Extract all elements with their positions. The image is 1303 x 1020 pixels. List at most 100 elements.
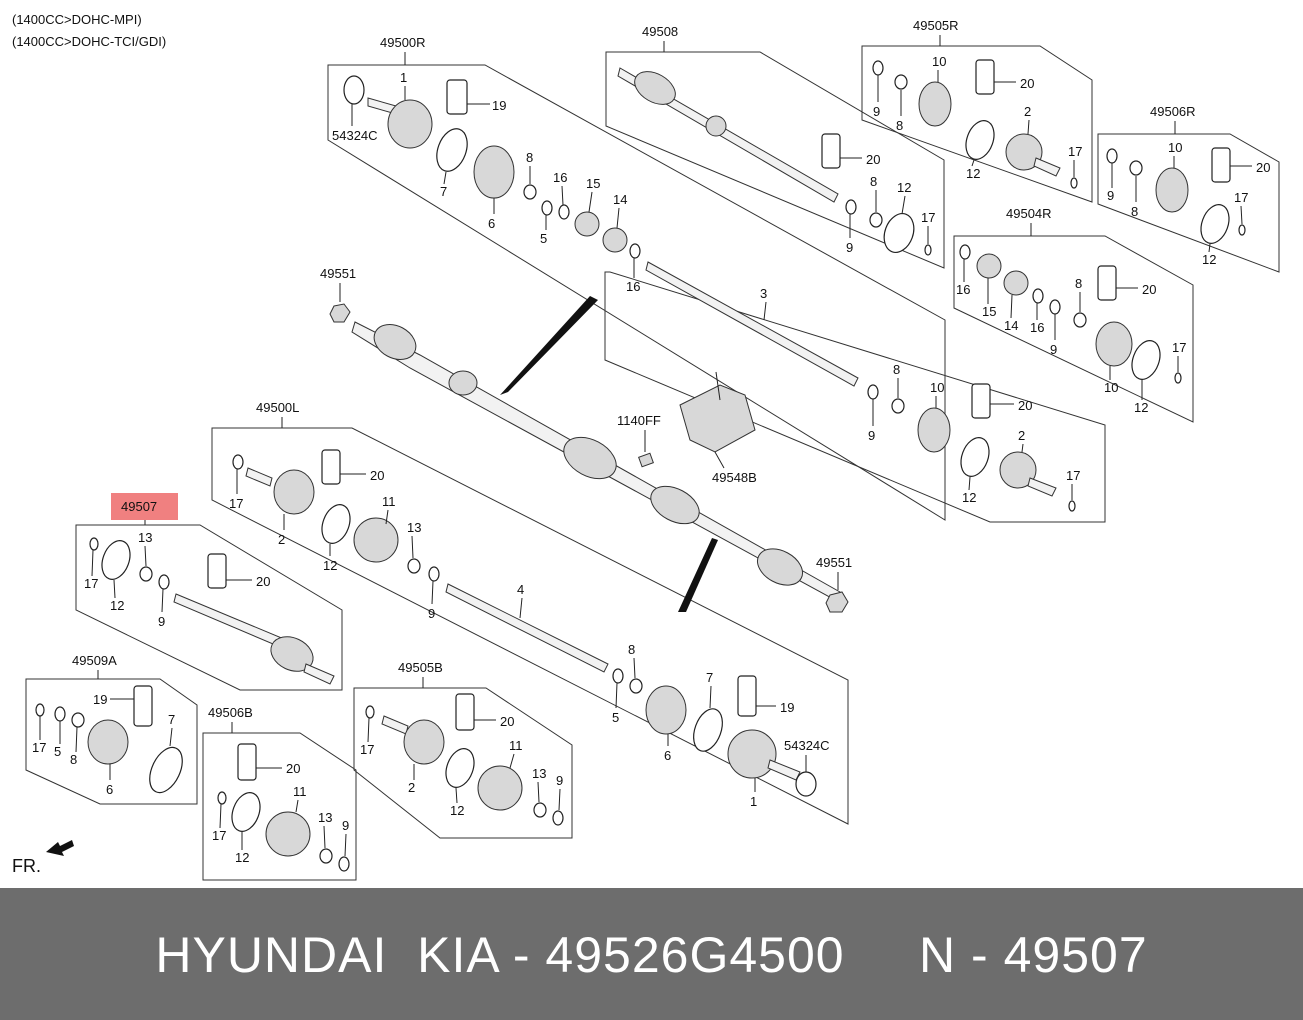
group-main-right-driveshaft	[604, 271, 1106, 523]
svg-text:16: 16	[1030, 320, 1044, 335]
svg-text:17: 17	[921, 210, 935, 225]
bolt-1140FF: 1140FF	[617, 413, 661, 468]
group-49509A: 49509A	[25, 653, 198, 805]
group-49506R-parts: 9 8 10 20 12 17	[1106, 140, 1270, 267]
svg-text:13: 13	[318, 810, 332, 825]
svg-text:7: 7	[706, 670, 713, 685]
nut-49551-upper: 49551	[320, 266, 356, 323]
group-49508-parts: 20 8 9 12 17	[617, 67, 935, 256]
svg-text:12: 12	[897, 180, 911, 195]
group-49505R: 49505R	[861, 18, 1093, 203]
svg-text:10: 10	[930, 380, 944, 395]
svg-text:1: 1	[750, 794, 757, 809]
svg-text:6: 6	[664, 748, 671, 763]
svg-text:12: 12	[966, 166, 980, 181]
svg-text:9: 9	[868, 428, 875, 443]
svg-text:12: 12	[1202, 252, 1216, 267]
svg-text:9: 9	[873, 104, 880, 119]
svg-text:2: 2	[1024, 104, 1031, 119]
group-49506B-parts: 17 20 12 11 13 9	[212, 743, 350, 872]
svg-text:20: 20	[286, 761, 300, 776]
svg-text:20: 20	[1020, 76, 1034, 91]
svg-text:8: 8	[1131, 204, 1138, 219]
svg-text:20: 20	[866, 152, 880, 167]
svg-text:14: 14	[1004, 318, 1018, 333]
svg-text:17: 17	[1068, 144, 1082, 159]
svg-text:9: 9	[556, 773, 563, 788]
svg-text:17: 17	[1234, 190, 1248, 205]
svg-text:14: 14	[613, 192, 627, 207]
group-49509A-parts: 17 5 8 6 19 7	[32, 685, 183, 797]
svg-text:2: 2	[1018, 428, 1025, 443]
svg-text:15: 15	[982, 304, 996, 319]
svg-text:19: 19	[93, 692, 107, 707]
svg-text:16: 16	[553, 170, 567, 185]
svg-text:49548B: 49548B	[712, 470, 757, 485]
svg-text:7: 7	[440, 184, 447, 199]
svg-text:49508: 49508	[642, 24, 678, 39]
svg-text:11: 11	[293, 784, 307, 799]
group-49500L: 49500L	[211, 400, 849, 825]
svg-text:9: 9	[1050, 342, 1057, 357]
svg-text:10: 10	[1104, 380, 1118, 395]
svg-text:8: 8	[1075, 276, 1082, 291]
svg-text:13: 13	[532, 766, 546, 781]
group-49504R-parts: 16 15 14 16 9 8 20 10 12 17	[956, 244, 1186, 415]
svg-text:20: 20	[1256, 160, 1270, 175]
part-number-footer: HYUNDAI KIA - 49526G4500 N - 49507	[0, 888, 1303, 1020]
svg-text:2: 2	[278, 532, 285, 547]
svg-text:11: 11	[509, 738, 523, 753]
svg-text:13: 13	[138, 530, 152, 545]
svg-text:FR.: FR.	[12, 856, 41, 876]
svg-text:49509A: 49509A	[72, 653, 117, 668]
svg-text:49506B: 49506B	[208, 705, 253, 720]
group-49506R: 49506R	[1097, 104, 1280, 273]
svg-text:12: 12	[450, 803, 464, 818]
svg-text:9: 9	[1107, 188, 1114, 203]
svg-text:3: 3	[760, 286, 767, 301]
bracket-49548B: 49548B	[679, 371, 757, 485]
svg-text:8: 8	[526, 150, 533, 165]
svg-text:9: 9	[342, 818, 349, 833]
svg-text:6: 6	[488, 216, 495, 231]
group-49506B: 49506B	[202, 705, 357, 881]
svg-text:49500R: 49500R	[380, 35, 426, 50]
group-49500L-parts: 17 2 20 12 11 13 9 4 5 8 6 7	[229, 449, 830, 809]
svg-text:12: 12	[962, 490, 976, 505]
highlight-49507	[111, 493, 178, 520]
svg-text:10: 10	[1168, 140, 1182, 155]
svg-text:1: 1	[400, 70, 407, 85]
svg-text:20: 20	[256, 574, 270, 589]
svg-text:5: 5	[54, 744, 61, 759]
main-driveshaft	[351, 321, 841, 601]
group-49508: 49508	[605, 24, 945, 269]
group-49507-parts: 17 12 13 9 20	[84, 530, 335, 685]
svg-text:15: 15	[586, 176, 600, 191]
svg-text:19: 19	[780, 700, 794, 715]
group-49505R-parts: 9 8 10 20 12 2 17	[872, 54, 1082, 189]
group-49500R-parts: 54324C 1 19 7 6 8 5 16 15 14 16 3	[332, 70, 859, 387]
svg-text:9: 9	[846, 240, 853, 255]
svg-text:49500L: 49500L	[256, 400, 299, 415]
part-number-text: HYUNDAI KIA - 49526G4500 N - 49507	[155, 927, 1148, 983]
svg-text:49506R: 49506R	[1150, 104, 1196, 119]
group-49505B-parts: 17 2 20 12 11 13 9	[360, 693, 564, 826]
svg-text:1140FF: 1140FF	[617, 413, 661, 428]
svg-text:20: 20	[500, 714, 514, 729]
svg-text:54324C: 54324C	[784, 738, 830, 753]
svg-text:17: 17	[360, 742, 374, 757]
engine-note-tci-gdi: (1400CC>DOHC-TCI/GDI)	[12, 34, 166, 49]
engine-note-mpi: (1400CC>DOHC-MPI)	[12, 12, 142, 27]
svg-text:49505B: 49505B	[398, 660, 443, 675]
svg-text:20: 20	[370, 468, 384, 483]
svg-text:11: 11	[382, 494, 396, 509]
svg-text:12: 12	[1134, 400, 1148, 415]
svg-text:8: 8	[870, 174, 877, 189]
front-direction-indicator: FR.	[12, 840, 74, 876]
svg-text:16: 16	[956, 282, 970, 297]
svg-text:49551: 49551	[816, 555, 852, 570]
svg-text:4: 4	[517, 582, 524, 597]
svg-text:17: 17	[229, 496, 243, 511]
svg-text:49507: 49507	[121, 499, 157, 514]
svg-text:8: 8	[70, 752, 77, 767]
